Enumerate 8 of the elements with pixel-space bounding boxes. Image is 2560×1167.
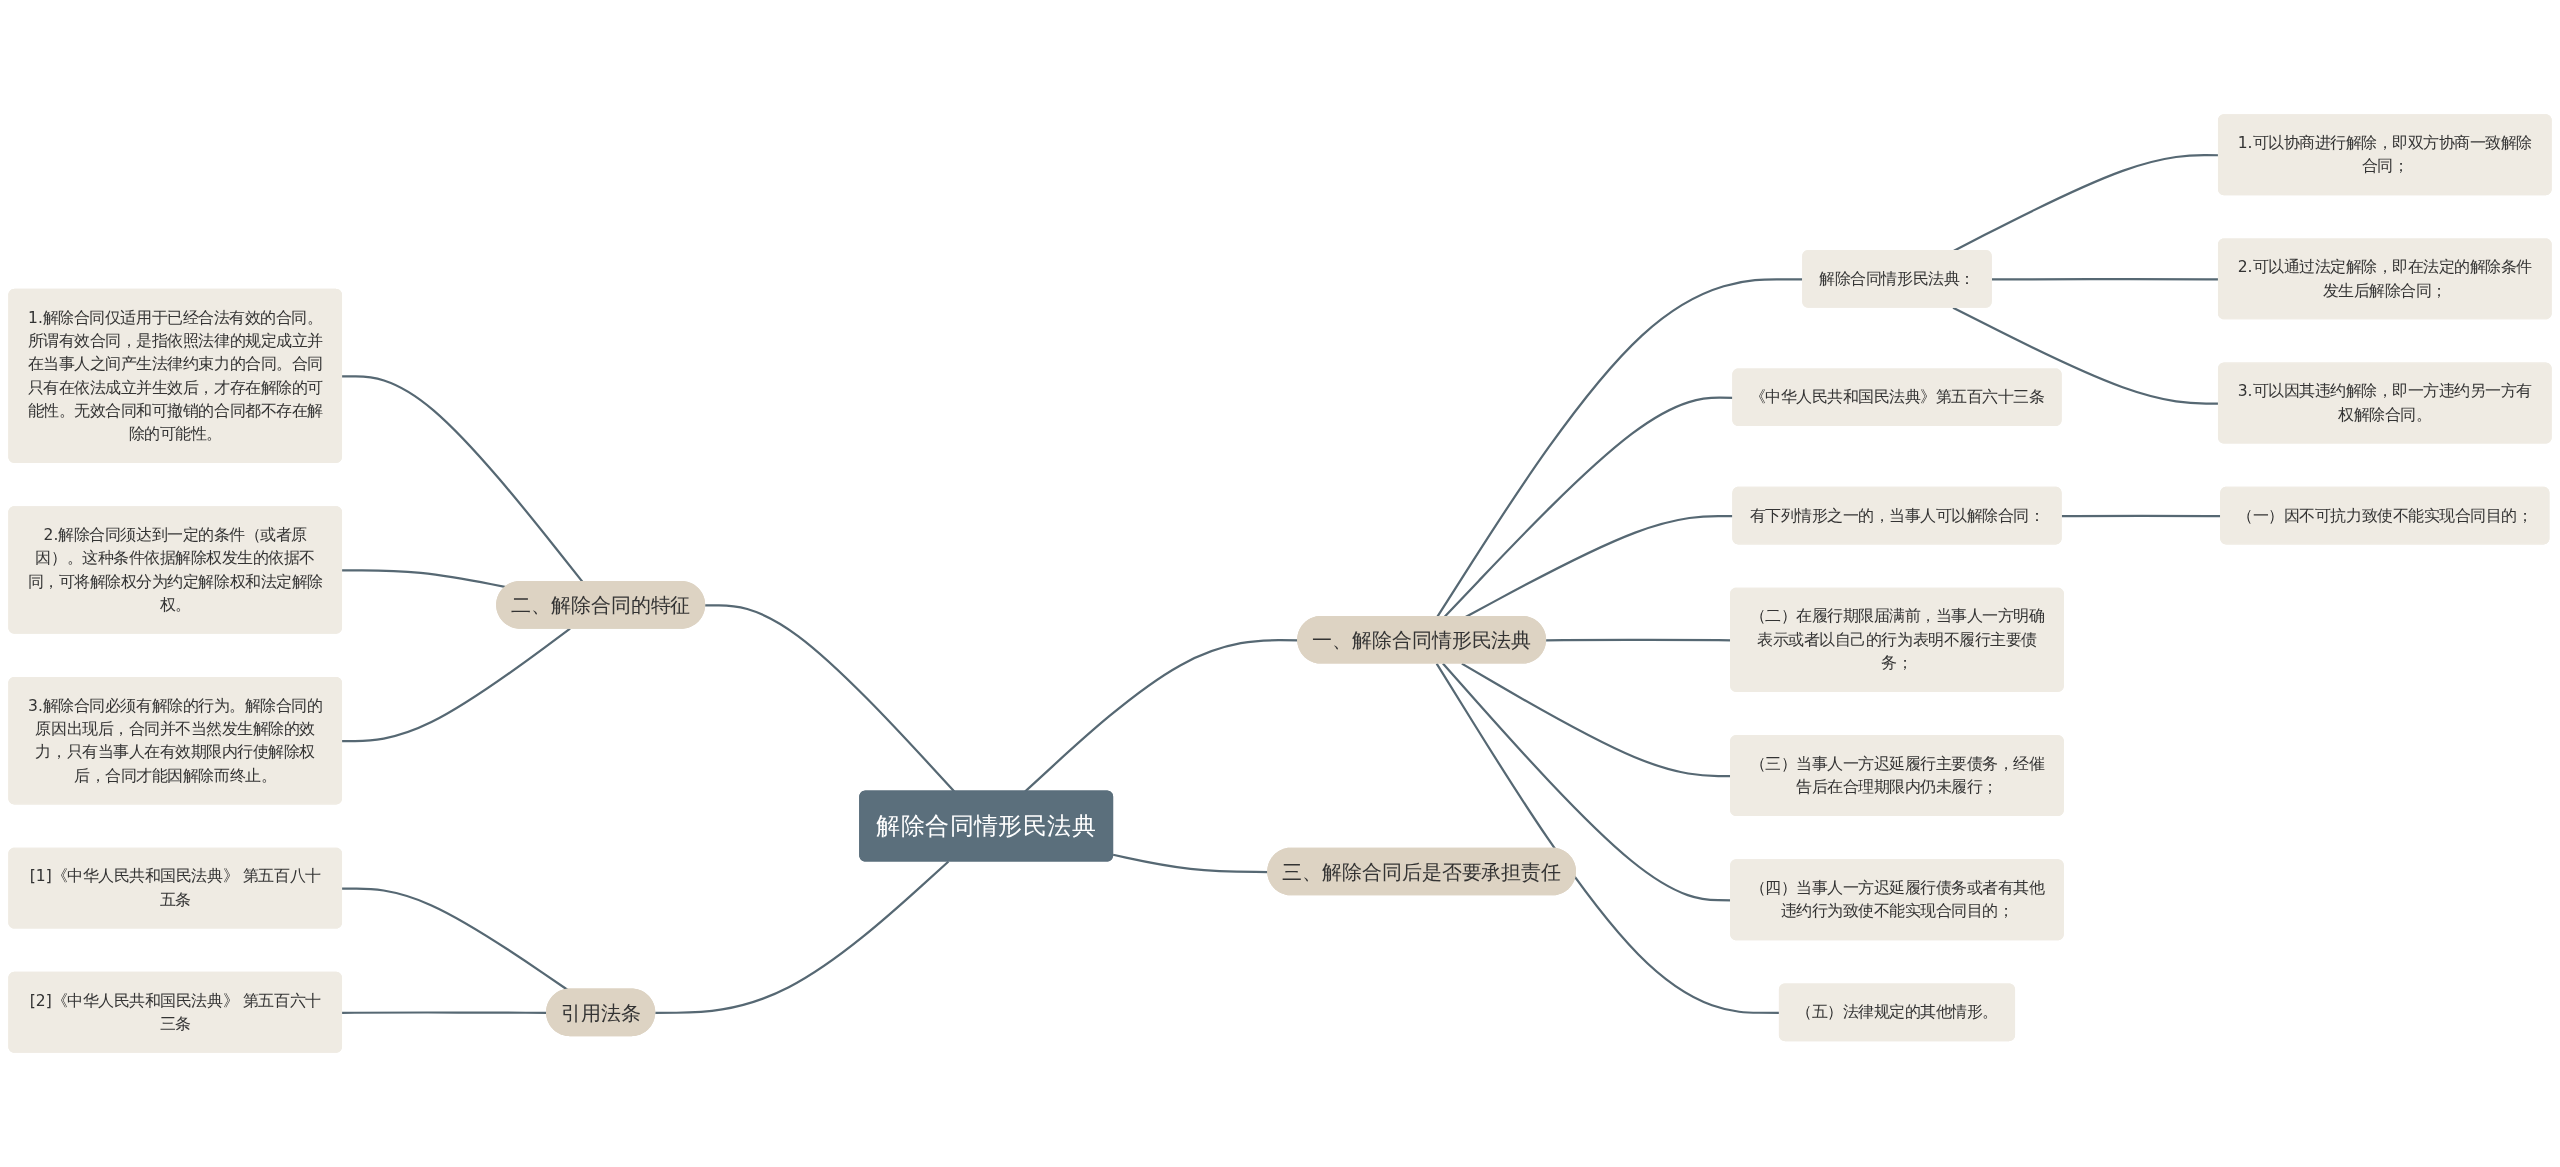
connector: [655, 860, 950, 1014]
connector: [342, 627, 571, 743]
connector: [1435, 663, 1780, 1014]
connector: [342, 887, 569, 991]
connector: [1024, 639, 1299, 793]
connector: [705, 604, 956, 793]
connector: [342, 569, 507, 589]
connector: [342, 375, 584, 583]
